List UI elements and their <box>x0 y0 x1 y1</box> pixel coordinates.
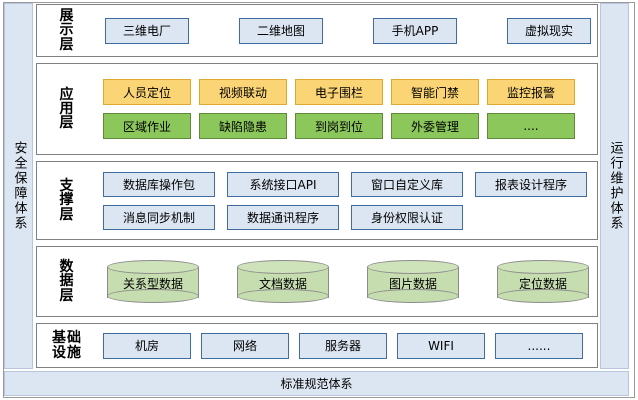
layer-infrastructure-body: 机房 网络 服务器 WIFI ...... <box>97 332 597 359</box>
layer-presentation-body: 三维电厂 二维地图 手机APP 虚拟现实 <box>97 17 599 44</box>
layer-application-body: 人员定位 视频联动 电子围栏 智能门禁 监控报警 区域作业 缺陷隐患 到岗到位 … <box>97 79 597 139</box>
node-server[interactable]: 服务器 <box>299 332 387 359</box>
left-band-label: 安全保障体系 <box>11 141 27 231</box>
cylinder-relational-data[interactable]: 关系型数据 <box>107 259 199 304</box>
node-infrastructure-more[interactable]: ...... <box>495 332 583 359</box>
node-personnel-positioning[interactable]: 人员定位 <box>103 79 191 105</box>
cylinder-label: 关系型数据 <box>122 277 183 291</box>
cylinder-label: 定位数据 <box>518 277 567 291</box>
layer-data-body: 关系型数据 文档数据 图片数据 定 <box>97 259 597 304</box>
node-area-operation[interactable]: 区域作业 <box>103 113 191 139</box>
layer-support-label: 支撑层 <box>59 178 75 223</box>
cylinder-bottom-ellipse <box>237 288 329 303</box>
node-monitoring-alarm[interactable]: 监控报警 <box>487 79 575 105</box>
layer-support-row-1: 数据库操作包 系统接口API 窗口自定义库 报表设计程序 <box>97 171 589 197</box>
layer-presentation-row-1: 三维电厂 二维地图 手机APP 虚拟现实 <box>97 17 591 44</box>
layer-infrastructure: 基础设施 机房 网络 服务器 WIFI ...... <box>36 323 598 368</box>
node-system-interface-api[interactable]: 系统接口API <box>227 171 339 197</box>
cylinder-top-ellipse <box>107 259 199 274</box>
node-machine-room[interactable]: 机房 <box>103 332 191 359</box>
layer-data-row-1: 关系型数据 文档数据 图片数据 定 <box>97 259 589 304</box>
node-on-duty-in-place[interactable]: 到岗到位 <box>295 113 383 139</box>
node-db-operation-package[interactable]: 数据库操作包 <box>103 171 215 197</box>
node-outsourcing-management[interactable]: 外委管理 <box>391 113 479 139</box>
layer-application-label: 应用层 <box>59 86 75 132</box>
layer-presentation-label: 展示层 <box>59 8 75 53</box>
cylinder-label: 图片数据 <box>388 277 437 291</box>
node-report-design-program[interactable]: 报表设计程序 <box>475 171 587 197</box>
cylinder-bottom-ellipse <box>497 288 589 303</box>
cylinder-image-data[interactable]: 图片数据 <box>367 259 459 304</box>
node-wifi[interactable]: WIFI <box>397 332 485 359</box>
right-vertical-band: 运行维护体系 <box>600 3 629 369</box>
node-application-more[interactable]: .... <box>487 113 575 139</box>
bottom-band-label: 标准规范体系 <box>280 377 353 391</box>
layer-infrastructure-label: 基础设施 <box>52 330 82 361</box>
node-window-custom-library[interactable]: 窗口自定义库 <box>351 171 463 197</box>
node-message-sync-mechanism[interactable]: 消息同步机制 <box>103 204 215 230</box>
cylinder-bottom-ellipse <box>107 288 199 303</box>
node-network[interactable]: 网络 <box>201 332 289 359</box>
layer-infrastructure-row-1: 机房 网络 服务器 WIFI ...... <box>97 332 589 359</box>
layer-application-row-1: 人员定位 视频联动 电子围栏 智能门禁 监控报警 <box>97 79 589 105</box>
cylinder-label: 文档数据 <box>258 277 307 291</box>
layer-support-row-2: 消息同步机制 数据通讯程序 身份权限认证 <box>97 204 589 230</box>
node-identity-permission-auth[interactable]: 身份权限认证 <box>351 204 463 230</box>
layer-application-row-2: 区域作业 缺陷隐患 到岗到位 外委管理 .... <box>97 113 589 139</box>
layer-data-label: 数据层 <box>59 259 75 304</box>
layer-application: 应用层 人员定位 视频联动 电子围栏 智能门禁 监控报警 区域作业 缺陷隐患 到… <box>36 63 598 155</box>
cylinder-positioning-data[interactable]: 定位数据 <box>497 259 589 304</box>
layer-presentation: 展示层 三维电厂 二维地图 手机APP 虚拟现实 <box>36 4 598 57</box>
node-data-communication-program[interactable]: 数据通讯程序 <box>227 204 339 230</box>
node-defect-hazard[interactable]: 缺陷隐患 <box>199 113 287 139</box>
node-3d-plant[interactable]: 三维电厂 <box>105 17 189 44</box>
node-mobile-app[interactable]: 手机APP <box>373 17 457 44</box>
cylinder-top-ellipse <box>367 259 459 274</box>
node-virtual-reality[interactable]: 虚拟现实 <box>507 17 591 44</box>
right-band-label: 运行维护体系 <box>607 141 623 231</box>
cylinder-bottom-ellipse <box>367 288 459 303</box>
node-2d-map[interactable]: 二维地图 <box>239 17 323 44</box>
cylinder-document-data[interactable]: 文档数据 <box>237 259 329 304</box>
node-smart-access-control[interactable]: 智能门禁 <box>391 79 479 105</box>
cylinder-top-ellipse <box>497 259 589 274</box>
layer-support: 支撑层 数据库操作包 系统接口API 窗口自定义库 报表设计程序 消息同步机制 … <box>36 161 598 240</box>
node-electronic-fence[interactable]: 电子围栏 <box>295 79 383 105</box>
left-vertical-band: 安全保障体系 <box>4 3 33 369</box>
bottom-band: 标准规范体系 <box>4 371 629 396</box>
node-video-linkage[interactable]: 视频联动 <box>199 79 287 105</box>
cylinder-top-ellipse <box>237 259 329 274</box>
layer-data: 数据层 关系型数据 文档数据 <box>36 246 598 317</box>
layer-support-body: 数据库操作包 系统接口API 窗口自定义库 报表设计程序 消息同步机制 数据通讯… <box>97 171 597 230</box>
